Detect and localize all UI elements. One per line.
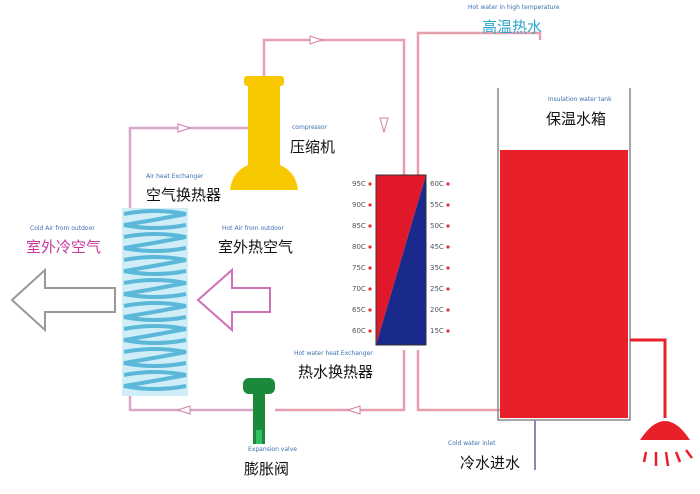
- left-temp: 65C: [352, 306, 366, 314]
- temp-dot: [446, 308, 450, 312]
- right-temp: 35C: [430, 264, 444, 272]
- left-temp: 80C: [352, 243, 366, 251]
- hot-water-heat-exchanger-en: Hot water heat Exchanger: [294, 350, 373, 357]
- left-temp: 95C: [352, 180, 366, 188]
- air-heat-exchanger-cn: 空气换热器: [146, 186, 222, 204]
- left-temp: 85C: [352, 222, 366, 230]
- temp-dot: [446, 266, 450, 270]
- temp-dot: [446, 245, 450, 249]
- coil-loop: [123, 370, 187, 391]
- temp-dot: [368, 245, 372, 249]
- temp-dot: [446, 203, 450, 207]
- coil-loop: [123, 324, 187, 345]
- flow-arrows: [176, 35, 389, 415]
- coil-loop: [123, 278, 187, 299]
- hot-air-arrow: [196, 267, 271, 333]
- temp-dot: [368, 287, 372, 291]
- temp-dot: [446, 329, 450, 333]
- hot-water-heat-exchanger-cn: 热水换热器: [298, 363, 374, 381]
- right-temp: 55C: [430, 201, 444, 209]
- temp-dot: [446, 224, 450, 228]
- hot-water-high-temp-cn: 高温热水: [482, 18, 543, 36]
- coil-loop: [123, 347, 187, 368]
- left-temp: 90C: [352, 201, 366, 209]
- temperature-dots: [368, 182, 450, 333]
- temp-dot: [446, 287, 450, 291]
- compressor-en: compressor: [292, 124, 328, 131]
- temp-dot: [368, 203, 372, 207]
- temp-dot: [368, 266, 372, 270]
- compressor-unit: [230, 76, 298, 190]
- hot-water-high-temp-en: Hot water in high temperature: [468, 4, 560, 11]
- cold-air-outdoor-en: Cold Air from outdoor: [30, 225, 95, 232]
- temp-dot: [446, 182, 450, 186]
- hot-water-heat-exchanger: [375, 174, 427, 346]
- right-temp: 20C: [430, 306, 444, 314]
- right-temp: 50C: [430, 222, 444, 230]
- expansion-valve-cn: 膨胀阀: [244, 460, 290, 478]
- left-temp: 60C: [352, 327, 366, 335]
- coil-loop: [123, 301, 187, 322]
- left-temp: 70C: [352, 285, 366, 293]
- insulation-tank-cn: 保温水箱: [546, 110, 607, 128]
- expansion-valve: [243, 378, 275, 444]
- coil-loop: [123, 209, 187, 230]
- insulation-tank-en: Insulation water tank: [548, 96, 612, 103]
- left-temp: 75C: [352, 264, 366, 272]
- temp-dot: [368, 224, 372, 228]
- hot-air-outdoor-en: Hot Air from outdoor: [222, 225, 284, 232]
- expansion-valve-en: Expansion valve: [248, 446, 297, 453]
- cold-water-inlet-en: Cold water inlet: [448, 440, 496, 447]
- hot-air-outdoor-cn: 室外热空气: [218, 238, 294, 256]
- shower-head-icon: [630, 338, 693, 467]
- right-temp: 45C: [430, 243, 444, 251]
- coil-loop: [123, 232, 187, 253]
- insulation-water-tank: [497, 88, 631, 470]
- cold-air-arrow: [10, 267, 116, 333]
- cold-water-inlet-cn: 冷水进水: [460, 454, 521, 472]
- air-heat-exchanger-coil: [122, 208, 188, 396]
- right-temp: 60C: [430, 180, 444, 188]
- right-temp: 15C: [430, 327, 444, 335]
- right-temp: 25C: [430, 285, 444, 293]
- temp-dot: [368, 308, 372, 312]
- compressor-cn: 压缩机: [290, 138, 336, 156]
- air-heat-exchanger-en: Air heat Exchanger: [146, 173, 204, 180]
- temp-dot: [368, 182, 372, 186]
- cold-air-outdoor-cn: 室外冷空气: [26, 238, 102, 256]
- temp-dot: [368, 329, 372, 333]
- coil-loop: [123, 255, 187, 276]
